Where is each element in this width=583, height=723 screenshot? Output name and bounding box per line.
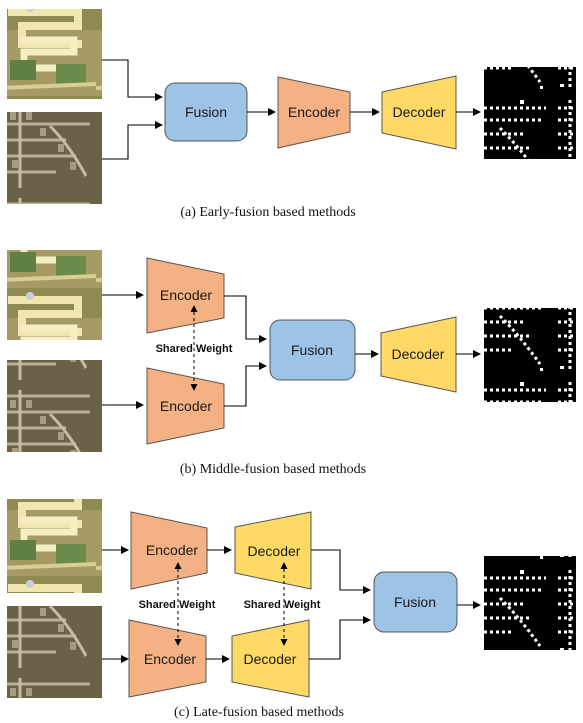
caption-a: (a) Early-fusion based methods — [180, 205, 355, 220]
input-image-t2-b — [7, 360, 102, 452]
encoder-block-b2 — [146, 367, 225, 445]
decoder-label-c1: Decoder — [248, 543, 301, 559]
caption-b: (b) Middle-fusion based methods — [180, 462, 366, 477]
fusion-block-b — [269, 319, 356, 381]
input-image-t1-a — [7, 9, 102, 99]
encoder-label-c2: Encoder — [144, 651, 196, 667]
input-image-t1-c — [7, 499, 102, 593]
shared-weight-label-c1: Shared Weight — [139, 599, 216, 611]
input-image-t1-b — [7, 250, 102, 340]
decoder-label-b: Decoder — [392, 346, 445, 362]
encoder-label-c1: Encoder — [146, 542, 198, 558]
fusion-label-c: Fusion — [394, 594, 436, 610]
encoder-block-c1 — [130, 511, 208, 590]
fusion-block-c — [373, 571, 458, 633]
encoder-label-a: Encoder — [288, 104, 340, 120]
decoder-block-a — [381, 75, 457, 150]
decoder-block-b — [380, 316, 457, 393]
fusion-label-a: Fusion — [185, 104, 227, 120]
output-change-map-a — [484, 67, 576, 159]
encoder-block-b1 — [146, 257, 225, 334]
decoder-label-c2: Decoder — [244, 651, 297, 667]
input-image-t2-c — [7, 606, 102, 698]
shared-weight-label-b: Shared Weight — [156, 343, 233, 355]
output-change-map-c — [484, 556, 576, 650]
decoder-label-a: Decoder — [393, 104, 446, 120]
encoder-label-b2: Encoder — [160, 398, 212, 414]
decoder-block-c1 — [234, 511, 312, 590]
caption-c: (c) Late-fusion based methods — [174, 705, 344, 720]
encoder-label-b1: Encoder — [160, 287, 212, 303]
output-change-map-b — [484, 308, 576, 402]
shared-weight-label-c2: Shared Weight — [244, 599, 321, 611]
input-image-t2-a — [7, 112, 102, 204]
fusion-label-b: Fusion — [291, 342, 333, 358]
encoder-block-a — [277, 76, 351, 149]
